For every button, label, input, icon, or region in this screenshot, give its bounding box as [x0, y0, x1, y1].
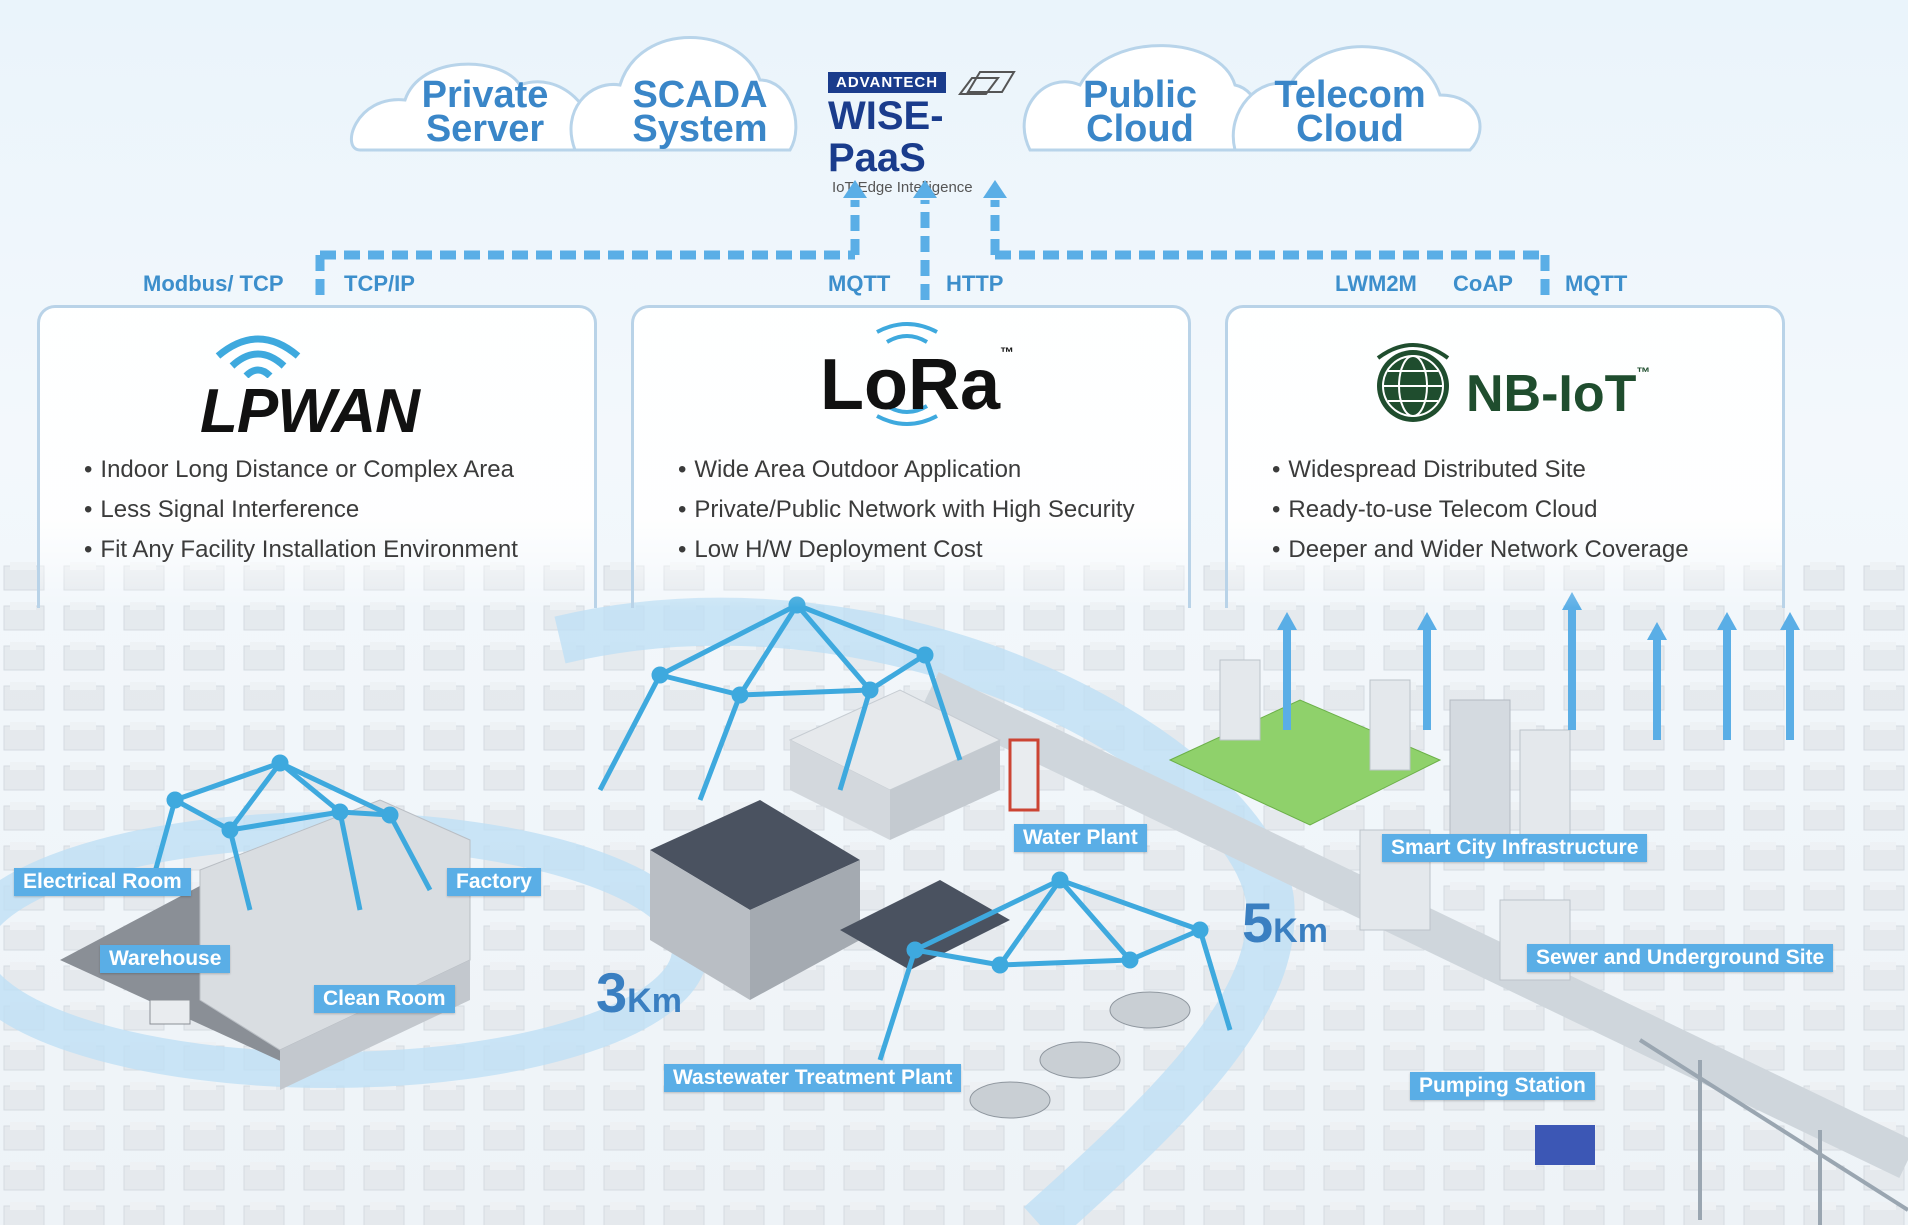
nbiot-bullet: Widespread Distributed Site [1272, 456, 1689, 484]
nbiot-uplink-arrows [1277, 592, 1800, 740]
protocol-tcp-ip: TCP/IP [344, 271, 415, 296]
nbiot-trademark: ™ [1636, 364, 1651, 380]
lora-bullet: Wide Area Outdoor Application [678, 456, 1135, 484]
nbiot-bullet: Ready-to-use Telecom Cloud [1272, 496, 1689, 524]
lora-bullets: Wide Area Outdoor Application Private/Pu… [678, 456, 1135, 576]
lpwan-bullet: Indoor Long Distance or Complex Area [84, 456, 518, 484]
label-factory: Factory [447, 868, 541, 896]
wise-paas-tagline: IoT Edge Intelligence [832, 179, 973, 196]
protocol-mqtt-right: MQTT [1565, 271, 1628, 296]
nbiot-globe-icon [1376, 343, 1450, 422]
lora-bullet: Low H/W Deployment Cost [678, 536, 1135, 564]
protocol-lwm2m: LWM2M [1335, 271, 1417, 296]
cloud-shape-telecom [1231, 45, 1482, 152]
panel-nbiot: NB-IoT™ Widespread Distributed Site Read… [1225, 305, 1785, 608]
panel-lora: LoRa™ Wide Area Outdoor Application Priv… [631, 305, 1191, 608]
lora-mesh [597, 596, 1233, 1061]
label-electrical-room: Electrical Room [14, 868, 191, 896]
advantech-logo: ADVANTECH [828, 72, 947, 93]
distance-3km-unit: Km [627, 982, 682, 1020]
distance-5km-number: 5 [1242, 891, 1274, 954]
label-warehouse: Warehouse [100, 945, 231, 973]
nbiot-bullet: Deeper and Wider Network Coverage [1272, 536, 1688, 564]
wise-paas-title: WISE-PaaS [828, 94, 944, 180]
cloud-label-scada-system: SCADA System [632, 74, 768, 150]
distance-5km-unit: Km [1273, 912, 1328, 950]
bridge [1638, 1038, 1908, 1225]
label-wastewater-treatment-plant: Wastewater Treatment Plant [664, 1064, 962, 1092]
protocol-mqtt-center: MQTT [828, 271, 891, 296]
nbiot-logo: NB-IoT™ [1466, 364, 1651, 423]
wise-paas-brand: ADVANTECH WISE-PaaS IoT Edge Intelligenc… [828, 71, 1028, 196]
lora-signal-icon [876, 322, 938, 426]
distance-5km: 5Km [1242, 890, 1328, 955]
label-pumping-station: Pumping Station [1410, 1072, 1595, 1100]
cloud-label-telecom-cloud: Telecom Cloud [1274, 74, 1426, 150]
distance-3km-number: 3 [596, 961, 628, 1024]
wise-paas-cube-icon [958, 71, 1016, 95]
protocol-modbus-tcp: Modbus/ TCP [143, 271, 284, 296]
lpwan-bullets: Indoor Long Distance or Complex Area Les… [84, 456, 518, 576]
lora-trademark: ™ [1000, 344, 1014, 360]
nbiot-bullets: Widespread Distributed Site Ready-to-use… [1272, 456, 1689, 576]
cloud-label-private-server: Private Server [421, 74, 549, 150]
connection-lines [315, 180, 1550, 300]
lpwan-mesh [147, 754, 433, 911]
label-water-plant: Water Plant [1014, 824, 1147, 852]
uplink-arrowheads [843, 180, 1007, 198]
protocol-http: HTTP [946, 271, 1004, 296]
cloud-label-public-cloud: Public Cloud [1082, 74, 1198, 150]
label-clean-room: Clean Room [314, 985, 455, 1013]
panel-lpwan: LPWAN Indoor Long Distance or Complex Ar… [37, 305, 597, 608]
lpwan-logo: LPWAN [200, 377, 420, 446]
wifi-signal-icon [215, 335, 301, 378]
label-smart-city-infrastructure: Smart City Infrastructure [1382, 834, 1648, 862]
protocol-coap: CoAP [1453, 271, 1513, 296]
lora-logo: LoRa™ [820, 344, 1014, 425]
lpwan-bullet: Fit Any Facility Installation Environmen… [84, 536, 518, 564]
lora-bullet: Private/Public Network with High Securit… [678, 496, 1134, 524]
lpwan-bullet: Less Signal Interference [84, 496, 518, 524]
cloud-row [350, 36, 1482, 152]
cloud-shape-scada [569, 36, 798, 152]
label-sewer-underground-site: Sewer and Underground Site [1527, 944, 1834, 972]
distance-3km: 3Km [596, 960, 682, 1025]
